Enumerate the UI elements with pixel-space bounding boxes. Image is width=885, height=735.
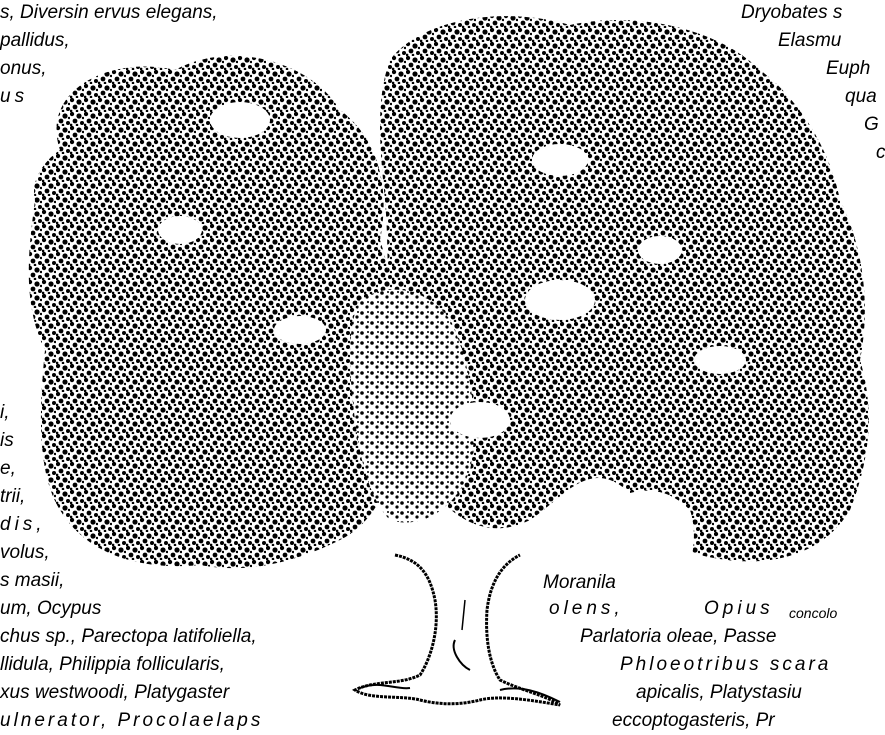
left-text-line-10: volus, — [0, 542, 50, 564]
right-text-line-10: concolo — [789, 602, 837, 624]
left-text-line-13: chus sp., Parectopa latifoliella, — [0, 626, 257, 648]
left-text-line-9: dis, — [0, 514, 46, 536]
right-text-line-9: Opius — [704, 598, 774, 620]
left-text-line-12: um, Ocypus — [0, 598, 101, 620]
right-text-line-4: qua — [845, 86, 877, 108]
right-text-line-8: olens, — [549, 598, 624, 620]
right-text-line-12: Phloeotribus scara — [620, 654, 831, 676]
right-text-line-11: Parlatoria oleae, Passe — [580, 626, 776, 648]
left-text-line-6: is — [0, 430, 14, 452]
right-text-line-2: Elasmu — [778, 30, 841, 52]
left-text-line-16: ulnerator, Procolaelaps — [0, 710, 263, 732]
right-text-line-14: eccoptogasteris, Pr — [612, 710, 775, 732]
left-text-line-2: pallidus, — [0, 30, 70, 52]
right-text-line-3: Euph — [826, 58, 870, 80]
left-text-line-5: i, — [0, 402, 10, 424]
right-text-line-1: Dryobates s — [741, 2, 842, 24]
right-text-line-5: G — [864, 114, 879, 136]
left-text-line-4: us — [0, 86, 28, 108]
right-text-line-13: apicalis, Platystasiu — [636, 682, 802, 704]
left-text-line-3: onus, — [0, 58, 46, 80]
right-text-line-7: Moranila — [543, 572, 616, 594]
left-text-line-7: e, — [0, 458, 16, 480]
left-text-line-11: s masii, — [0, 570, 64, 592]
left-text-line-8: trii, — [0, 486, 25, 508]
left-text-line-1: s, Diversin ervus elegans, — [0, 2, 218, 24]
crown-left-lobe — [29, 56, 395, 568]
right-text-line-6: c — [876, 142, 885, 164]
left-text-line-15: xus westwoodi, Platygaster — [0, 682, 229, 704]
left-text-line-14: llidula, Philippia follicularis, — [0, 654, 225, 676]
